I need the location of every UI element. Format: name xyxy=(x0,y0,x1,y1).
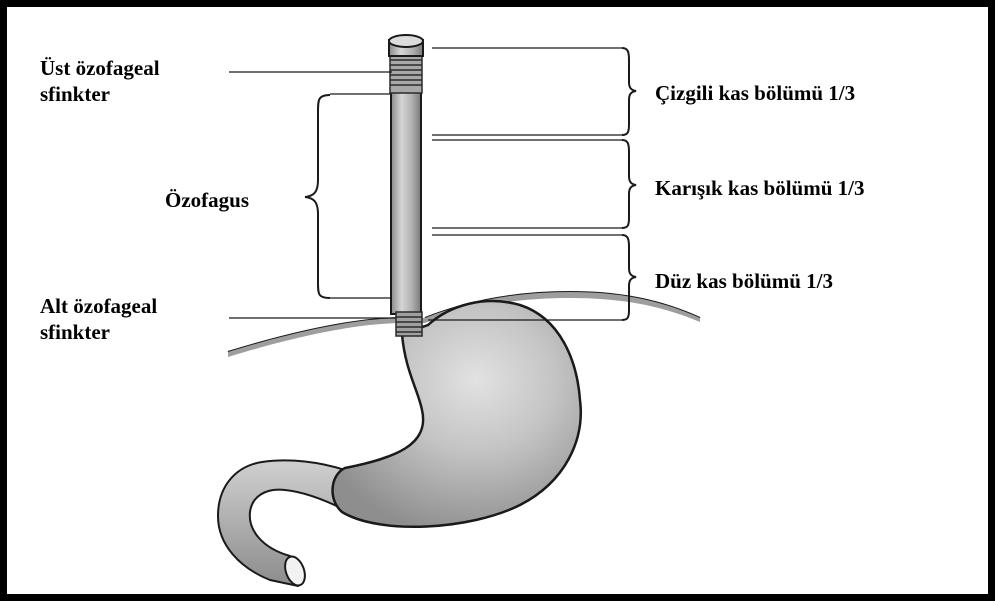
duodenum xyxy=(218,460,345,586)
lower-sphincter-rings xyxy=(396,312,422,336)
striated-section-label: Çizgili kas bölümü 1/3 xyxy=(655,80,855,106)
smooth-section-label: Düz kas bölümü 1/3 xyxy=(655,268,833,294)
esophagus-tube xyxy=(391,92,421,314)
esophagus-brace xyxy=(305,95,330,298)
mixed-section-label: Karışık kas bölümü 1/3 xyxy=(655,175,864,201)
upper-sphincter-label-line2: sfinkter xyxy=(40,81,160,107)
esophagus-label-text: Özofagus xyxy=(165,188,249,212)
lower-sphincter-label: Alt özofageal sfinkter xyxy=(40,293,157,345)
esophagus-label: Özofagus xyxy=(165,187,249,213)
mixed-section-label-text: Karışık kas bölümü 1/3 xyxy=(655,176,864,200)
smooth-brace xyxy=(622,235,636,320)
lower-sphincter-label-line1: Alt özofageal xyxy=(40,293,157,319)
stomach xyxy=(333,301,581,527)
upper-sphincter-label-line1: Üst özofageal xyxy=(40,55,160,81)
mixed-brace xyxy=(622,140,636,228)
striated-brace xyxy=(622,48,636,135)
section-lines xyxy=(428,48,622,320)
upper-sphincter-label: Üst özofageal sfinkter xyxy=(40,55,160,107)
striated-section-label-text: Çizgili kas bölümü 1/3 xyxy=(655,81,855,105)
upper-sphincter-rings xyxy=(390,55,422,93)
lower-sphincter-label-line2: sfinkter xyxy=(40,319,157,345)
smooth-section-label-text: Düz kas bölümü 1/3 xyxy=(655,269,833,293)
